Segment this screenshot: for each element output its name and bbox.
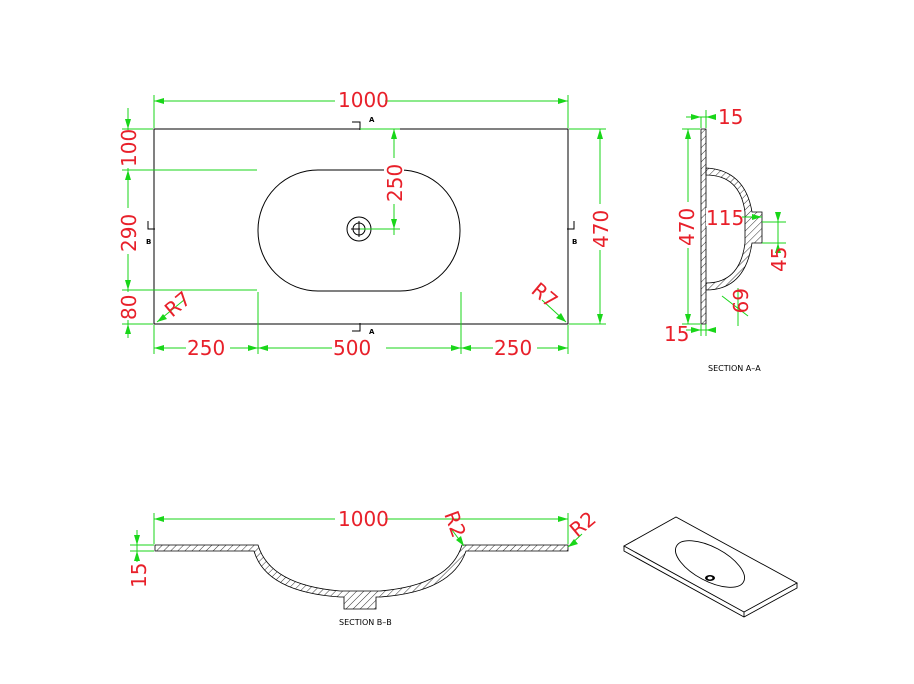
dim-aa-overall: 470 (675, 208, 699, 246)
countertop-outline (153, 128, 569, 325)
section-aa-view: 15 470 115 45 69 15 SECTION A–A (664, 105, 791, 373)
dim-overall-depth: 470 (589, 210, 613, 248)
dim-mid-segment: 500 (333, 336, 371, 360)
dim-aa-top-thickness: 15 (718, 105, 743, 129)
dim-aa-angle: 69 (728, 288, 752, 313)
dim-right-segment: 250 (494, 336, 532, 360)
section-aa-title: SECTION A–A (708, 364, 761, 373)
section-bb-view: 1000 15 R2 R2 SECTION B–B (127, 506, 601, 627)
section-marker-b-left (147, 221, 155, 230)
dim-bb-radius-inner: R2 (439, 508, 471, 541)
dim-overall-width: 1000 (338, 88, 389, 112)
basin-outline (257, 169, 461, 292)
dim-aa-drain: 45 (767, 247, 791, 272)
iso-basin (675, 540, 745, 588)
section-marker-a-bottom (352, 323, 361, 332)
dim-bb-radius-edge: R2 (565, 506, 601, 541)
dim-basin-half: 250 (383, 164, 407, 202)
section-label-b-left: B (146, 238, 151, 246)
dim-aa-bottom-thickness: 15 (664, 322, 689, 346)
section-aa-bowl (705, 167, 763, 291)
dim-radius-right: R7 (527, 277, 563, 312)
dim-radius-left: R7 (160, 286, 196, 321)
dim-left-segment: 250 (187, 336, 225, 360)
section-label-a-top: A (369, 116, 375, 124)
iso-front-edge (623, 546, 798, 618)
section-bb-profile (154, 544, 569, 610)
dim-bb-overall-width: 1000 (338, 507, 389, 531)
dim-basin-depth: 290 (117, 214, 141, 252)
plan-view: A A B B 1000 250 500 250 (117, 88, 613, 360)
section-label-a-bottom: A (369, 328, 375, 336)
section-marker-a-top (352, 121, 361, 130)
section-aa-slab (700, 128, 707, 325)
section-marker-b-right (567, 221, 575, 230)
dim-top-offset: 100 (117, 129, 141, 167)
iso-top-face (623, 516, 798, 613)
dim-bottom-offset: 80 (117, 295, 141, 320)
dim-aa-bowl-depth: 115 (706, 206, 744, 230)
section-bb-title: SECTION B–B (339, 618, 392, 627)
section-label-b-right: B (572, 238, 577, 246)
dim-bb-thickness: 15 (127, 563, 151, 588)
iso-view (623, 516, 798, 618)
